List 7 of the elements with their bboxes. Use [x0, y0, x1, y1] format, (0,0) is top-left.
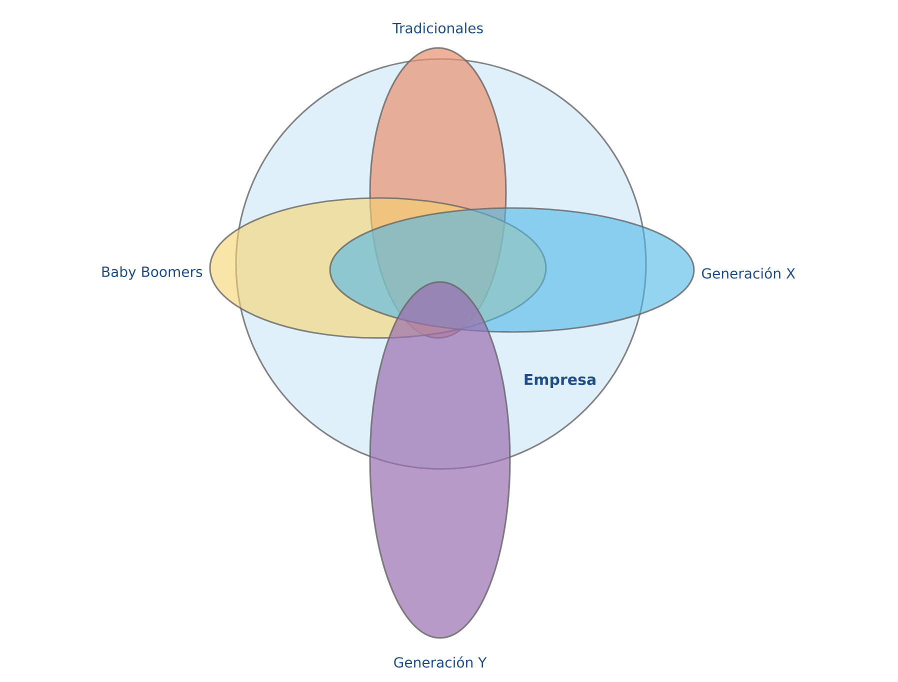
group-label: Generación Y	[394, 656, 487, 668]
circle-label: Empresa	[524, 374, 596, 388]
ellipse	[369, 281, 511, 639]
group-label: Tradicionales	[392, 22, 483, 34]
group-label: Generación X	[702, 267, 796, 279]
group-label: Baby Boomers	[102, 266, 202, 280]
ellipse	[329, 207, 695, 333]
